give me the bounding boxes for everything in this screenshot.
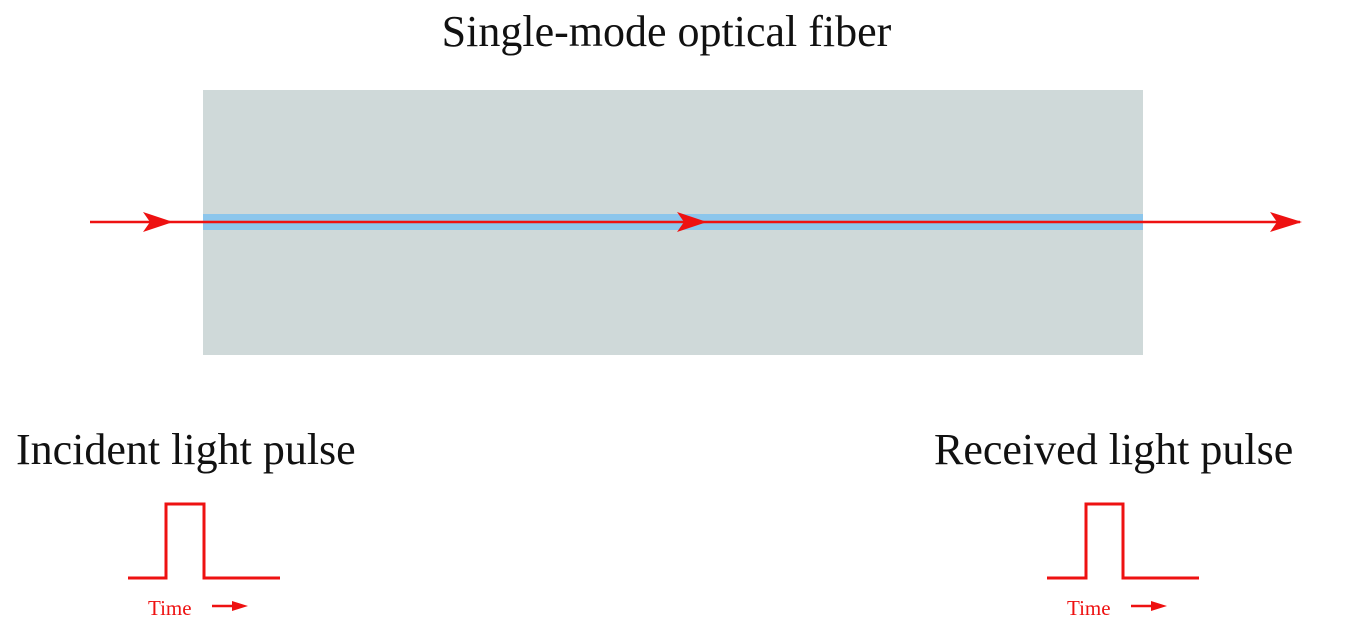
ray-arrow-middle [677, 212, 707, 232]
ray-arrow-exit [1270, 212, 1302, 232]
received-time-label: Time [1067, 596, 1111, 620]
received-pulse-label: Received light pulse [934, 425, 1294, 474]
ray-arrow-entry [143, 212, 173, 232]
received-pulse-waveform [1047, 502, 1199, 580]
incident-pulse-waveform [128, 502, 280, 580]
incident-pulse-label: Incident light pulse [16, 425, 356, 474]
incident-time-arrow [212, 601, 248, 611]
diagram-title: Single-mode optical fiber [441, 7, 892, 56]
received-time-arrow [1131, 601, 1167, 611]
incident-time-label: Time [148, 596, 192, 620]
